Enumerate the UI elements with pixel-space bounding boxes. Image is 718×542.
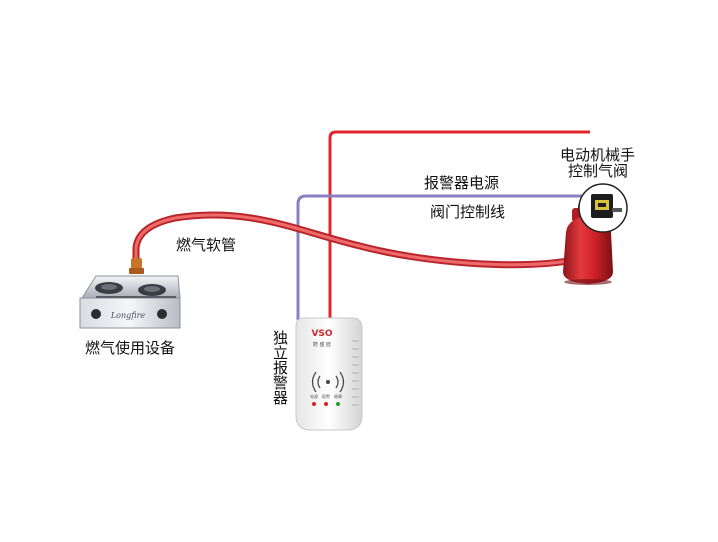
valve-actuator-icon	[578, 183, 628, 233]
detector-led-label-power: 电源	[310, 393, 318, 399]
valve-control-wire	[296, 194, 592, 320]
detector-led-label-fault: 故障	[334, 393, 342, 399]
valve-title-line1: 电动机械手	[560, 146, 636, 164]
stove-brand: Longfire	[110, 311, 146, 320]
gas-appliance-label: 燃气使用设备	[85, 339, 176, 357]
standalone-alarm-label: 独立报警器	[271, 330, 289, 405]
valve-title-line2: 控制气阀	[568, 162, 629, 180]
power-wire	[328, 130, 590, 320]
valve-control-line-label: 阀门控制线	[430, 203, 506, 221]
hose-fitting-icon	[129, 258, 144, 274]
detector-led-label-alarm: 报警	[322, 393, 330, 399]
alarm-power-label: 报警器电源	[424, 174, 500, 192]
gas-hose-label: 燃气软管	[176, 236, 237, 254]
gas-stove-icon	[79, 275, 181, 329]
detector-brand-subtext: 蔚 盛 欧	[313, 341, 331, 348]
detector-brand: VSO	[311, 329, 332, 339]
gas-hose-highlight	[134, 213, 587, 267]
gas-detector-icon	[295, 317, 363, 431]
